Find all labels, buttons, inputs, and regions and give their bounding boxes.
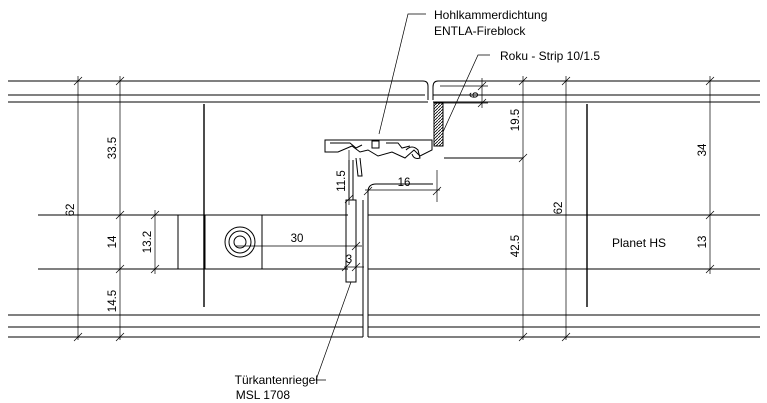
dim-gap-height: 11.5 [336,170,348,192]
dim-left-upper: 33.5 [107,137,119,159]
bolt-label-line1: Türkantenriegel [235,373,318,387]
dim-left-lower: 14.5 [107,290,119,312]
seal-label-line1: Hohlkammerdichtung [434,8,547,22]
labels: Hohlkammerdichtung ENTLA-Fireblock Roku … [235,8,666,402]
roku-strip [433,102,444,147]
dim-left-mid: 14 [107,235,119,248]
dim-right-lower: 42.5 [510,235,522,257]
dim-gap-width: 16 [398,177,411,189]
seal-profile [324,139,433,177]
dimension-lines [73,76,715,342]
dim-lock-height: 13.2 [142,231,154,253]
planet-label: Planet HS [612,236,666,250]
bolt-label-line2: MSL 1708 [236,388,291,402]
dim-right-total: 62 [553,202,565,215]
right-door-leaf [367,80,760,338]
dim-lock-depth: 30 [291,233,304,245]
dim-left-total: 62 [65,204,77,217]
lock-box [177,214,263,270]
dim-strip-gap: 6 [469,92,481,98]
strip-label: Roku - Strip 10/1.5 [500,49,600,63]
dim-far-mid: 13 [697,236,709,249]
dimension-values: 62 33.5 14 14.5 13.2 30 3 11.5 16 6 19.5… [65,92,709,312]
leader-lines [315,13,490,381]
dim-right-upper: 19.5 [510,109,522,131]
seal-label-line2: ENTLA-Fireblock [434,24,526,38]
dim-bolt-offset: 3 [346,254,352,266]
dim-far-upper: 34 [697,143,709,156]
